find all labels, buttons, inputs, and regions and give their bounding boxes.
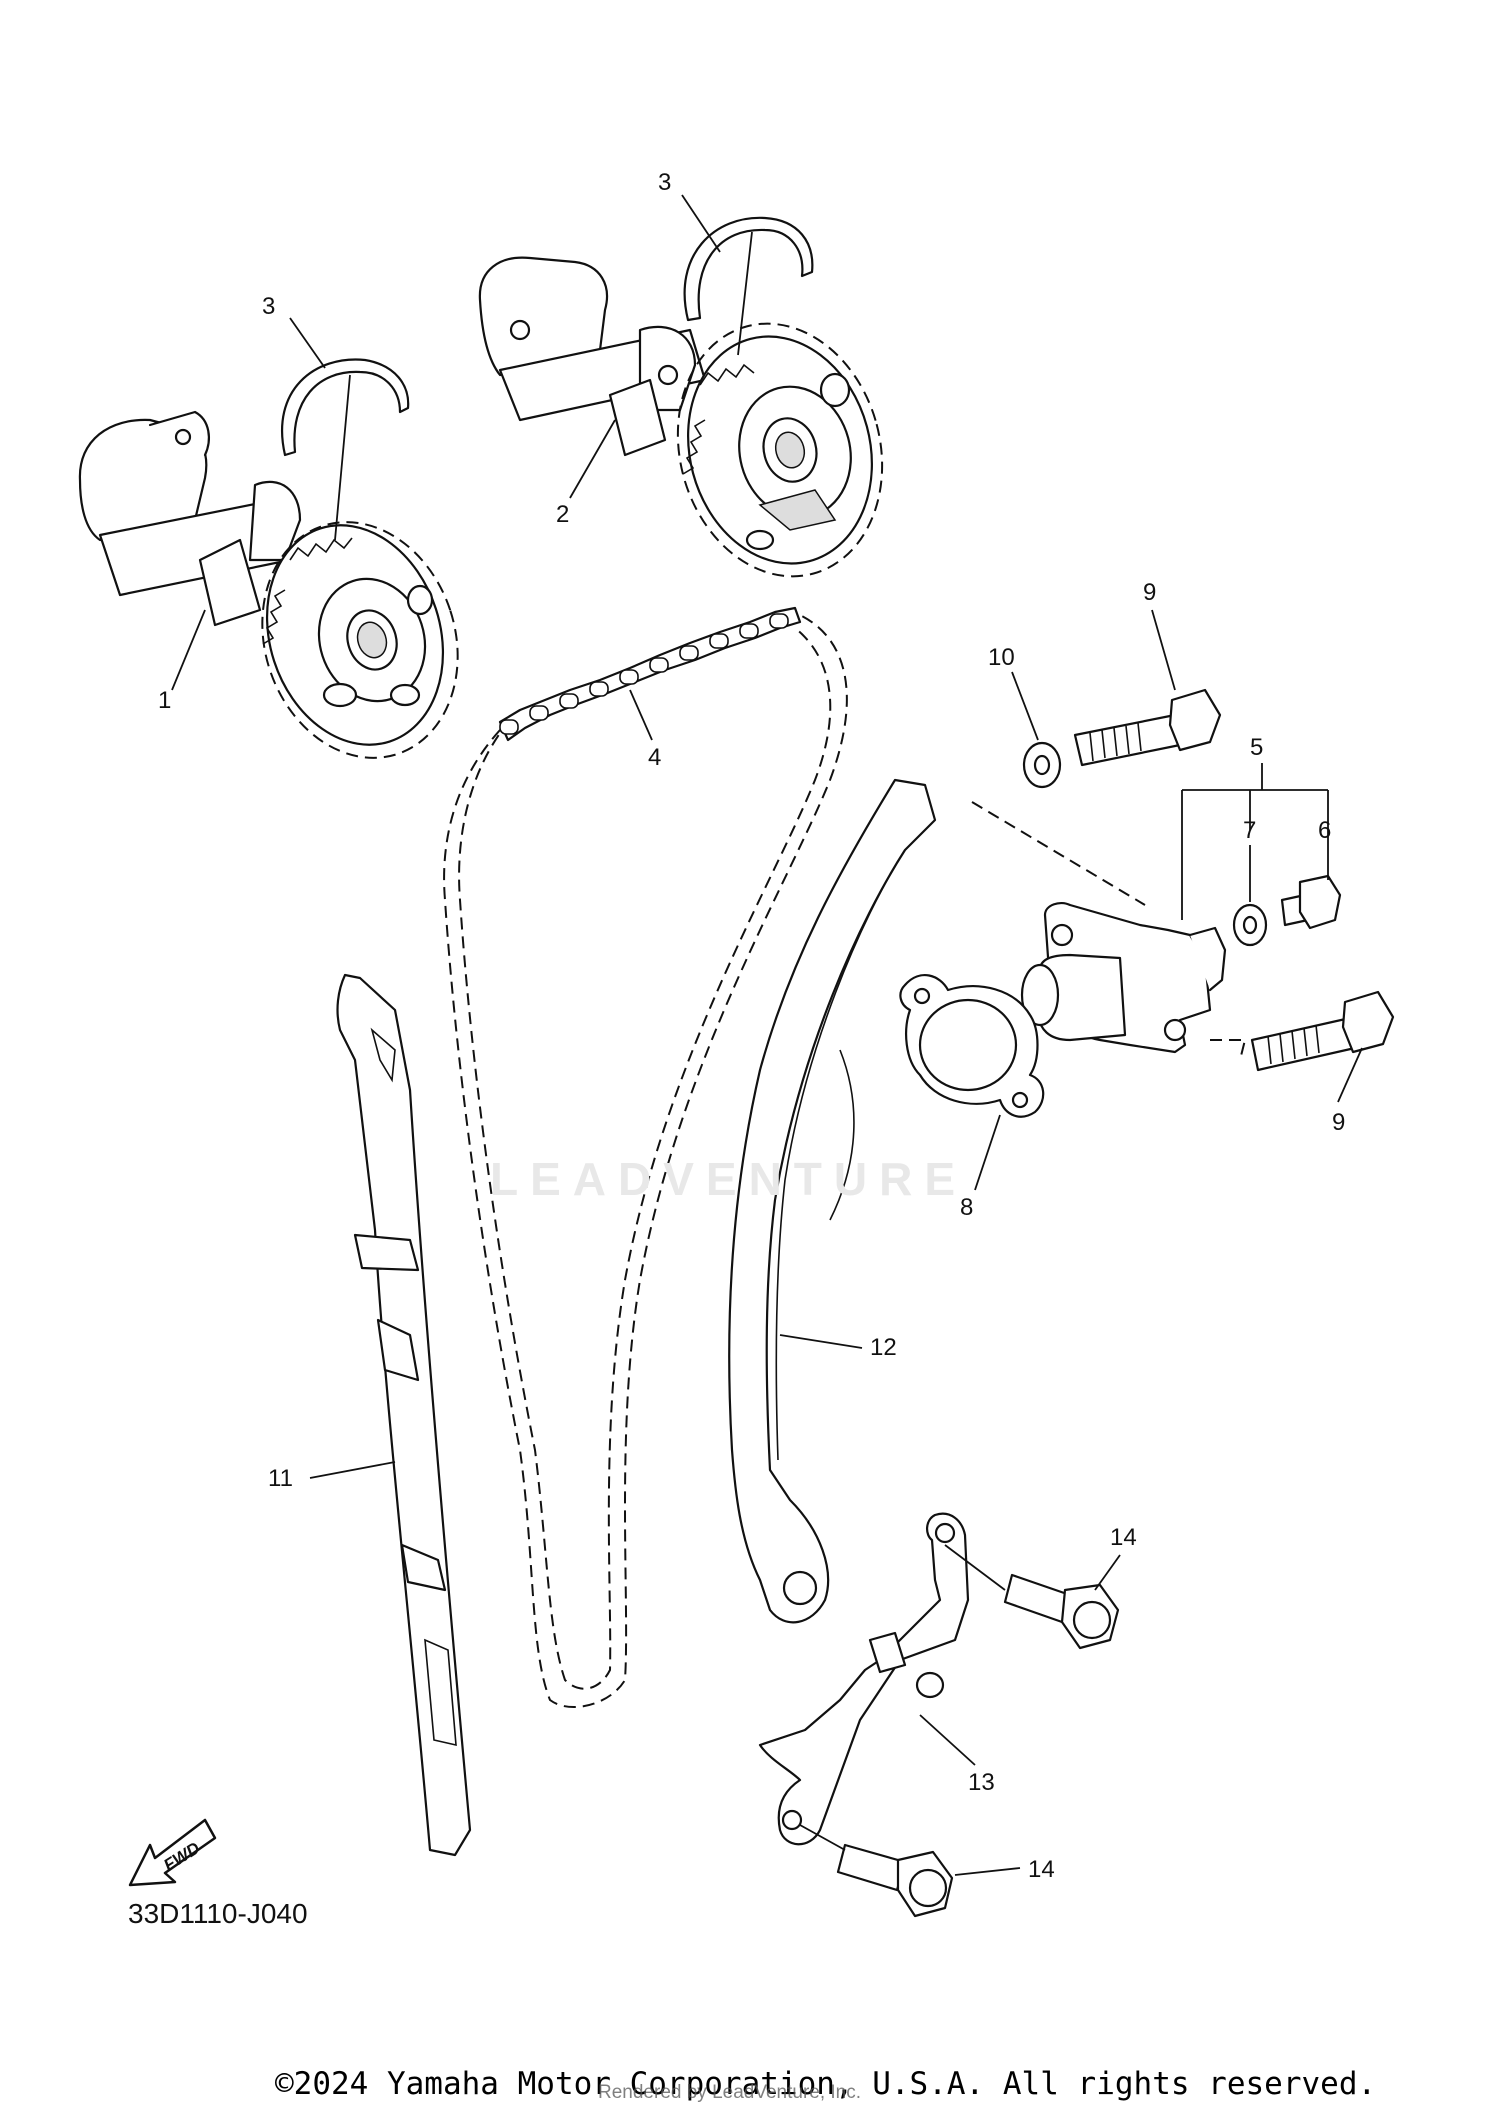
callout-7: 7: [1243, 817, 1256, 844]
fwd-arrow-icon: FWD: [128, 1818, 217, 1887]
reference-code: 33D1110-J040: [128, 1898, 308, 1929]
leader-8: [974, 1114, 1001, 1191]
leader-14-upper: [944, 1544, 1121, 1591]
callout-8: 8: [960, 1194, 973, 1221]
cam-chain-tensioner-5[interactable]: [1020, 901, 1227, 1054]
callout-3-right: 3: [658, 169, 671, 196]
callout-2: 2: [556, 501, 569, 528]
watermark: LEADVENTURE: [490, 1153, 968, 1205]
camshaft-2[interactable]: [478, 256, 910, 600]
chain-guide-12[interactable]: [728, 778, 937, 1624]
leader-9-lower: [1337, 1047, 1363, 1103]
rendered-by-text: Rendered by LeadVenture, Inc.: [598, 2082, 862, 2103]
callout-5: 5: [1250, 734, 1263, 761]
leader-3-right: [681, 194, 753, 356]
leader-13: [919, 1714, 976, 1766]
camshaft-1[interactable]: [78, 410, 488, 783]
copyright-text: ©2024 Yamaha Motor Corporation, U.S.A. A…: [275, 2066, 1377, 2102]
bolt-6[interactable]: [1280, 874, 1342, 930]
leader-10: [1011, 671, 1039, 741]
leader-4: [629, 689, 653, 741]
callout-12: 12: [870, 1334, 897, 1361]
leader-11: [309, 1461, 396, 1479]
circlip-3-left[interactable]: [280, 358, 410, 457]
timing-chain-4[interactable]: [443, 606, 848, 1709]
gasket-8[interactable]: [899, 974, 1045, 1118]
leader-12: [779, 1334, 863, 1349]
assembly-line: [971, 801, 1247, 1061]
callout-4: 4: [648, 744, 661, 771]
bolt-9-lower[interactable]: [1250, 990, 1395, 1072]
callout-6: 6: [1318, 817, 1331, 844]
leader-1: [171, 609, 206, 691]
leader-14-lower: [799, 1824, 1021, 1876]
washer-7[interactable]: [1232, 903, 1268, 947]
bolt-14-lower[interactable]: [836, 1843, 954, 1918]
callout-14-lower: 14: [1028, 1856, 1055, 1883]
chain-guide-11[interactable]: [336, 973, 472, 1857]
leader-3-left: [289, 317, 351, 541]
bolt-9-upper[interactable]: [1073, 688, 1222, 767]
callout-14-upper: 14: [1110, 1524, 1137, 1551]
bolt-14-upper[interactable]: [1003, 1573, 1120, 1650]
leader-2: [569, 419, 616, 499]
callout-3-left: 3: [262, 293, 275, 320]
callout-9-lower: 9: [1332, 1109, 1345, 1136]
callout-1: 1: [158, 687, 171, 714]
callout-10: 10: [988, 644, 1015, 671]
leader-9-upper: [1151, 609, 1176, 691]
guide-stopper-13[interactable]: [758, 1512, 970, 1846]
callout-9-upper: 9: [1143, 579, 1156, 606]
callout-13: 13: [968, 1769, 995, 1796]
callout-11: 11: [268, 1465, 293, 1492]
leader-5: [1181, 763, 1329, 920]
washer-10[interactable]: [1022, 741, 1062, 789]
